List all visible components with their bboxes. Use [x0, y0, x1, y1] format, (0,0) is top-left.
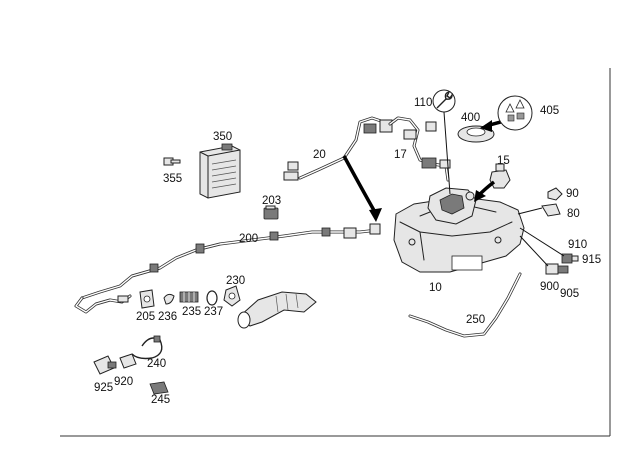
- label-235: 235: [182, 306, 201, 318]
- part-20-harness[interactable]: [283, 116, 393, 181]
- label-110: 110: [414, 97, 432, 109]
- label-15: 15: [497, 155, 510, 167]
- part-355-bolt[interactable]: [163, 157, 181, 166]
- part-200-fuel-line[interactable]: [74, 223, 381, 314]
- part-910-connector[interactable]: [561, 253, 579, 264]
- label-915: 915: [582, 254, 601, 266]
- part-110-pump-module[interactable]: [427, 187, 477, 225]
- label-900: 900: [540, 281, 559, 293]
- label-80: 80: [567, 208, 580, 220]
- part-900-connector[interactable]: [545, 263, 569, 275]
- part-237-seal[interactable]: [206, 290, 218, 306]
- label-205: 205: [136, 311, 155, 323]
- label-230: 230: [226, 275, 245, 287]
- label-10: 10: [429, 282, 442, 294]
- label-200: 200: [239, 233, 258, 245]
- arrow-15: [474, 180, 496, 202]
- wrench-icon: [432, 89, 456, 113]
- label-240: 240: [147, 358, 166, 370]
- label-237: 237: [204, 306, 223, 318]
- arrow-20: [342, 155, 382, 222]
- part-350-control-unit[interactable]: [199, 143, 241, 199]
- part-filler-hose[interactable]: [237, 291, 317, 329]
- part-230-bracket[interactable]: [223, 285, 241, 307]
- part-240-cable[interactable]: [131, 335, 163, 360]
- label-17: 17: [394, 149, 407, 161]
- frame: [60, 68, 611, 437]
- label-236: 236: [158, 311, 177, 323]
- part-400-locking-ring[interactable]: [457, 125, 495, 143]
- part-925-connector[interactable]: [93, 355, 117, 375]
- label-350: 350: [213, 131, 232, 143]
- label-910: 910: [568, 239, 587, 251]
- warning-stickers-icon: [497, 95, 533, 131]
- part-235-valve[interactable]: [179, 291, 199, 303]
- part-80-bracket[interactable]: [541, 203, 561, 217]
- label-925: 925: [94, 382, 113, 394]
- label-355: 355: [163, 173, 182, 185]
- part-236-clip[interactable]: [163, 293, 175, 305]
- part-17-harness[interactable]: [388, 116, 451, 182]
- labels: 110 400 405 350 355 20 17 15 90 80 203 2…: [94, 97, 601, 406]
- part-90-sensor[interactable]: [547, 187, 563, 201]
- label-400: 400: [461, 112, 480, 124]
- label-90: 90: [566, 188, 579, 200]
- part-205-clamp[interactable]: [139, 289, 155, 309]
- label-250: 250: [466, 314, 485, 326]
- label-920: 920: [114, 376, 133, 388]
- part-920-connector[interactable]: [119, 353, 137, 369]
- part-203-clip[interactable]: [263, 205, 279, 220]
- label-405: 405: [540, 105, 559, 117]
- label-905: 905: [560, 288, 579, 300]
- label-203: 203: [262, 195, 281, 207]
- part-245-clip[interactable]: [149, 381, 169, 395]
- label-245: 245: [151, 394, 170, 406]
- label-20: 20: [313, 149, 326, 161]
- part-15-cap[interactable]: [489, 163, 511, 189]
- part-250-tank-strap[interactable]: [408, 272, 522, 338]
